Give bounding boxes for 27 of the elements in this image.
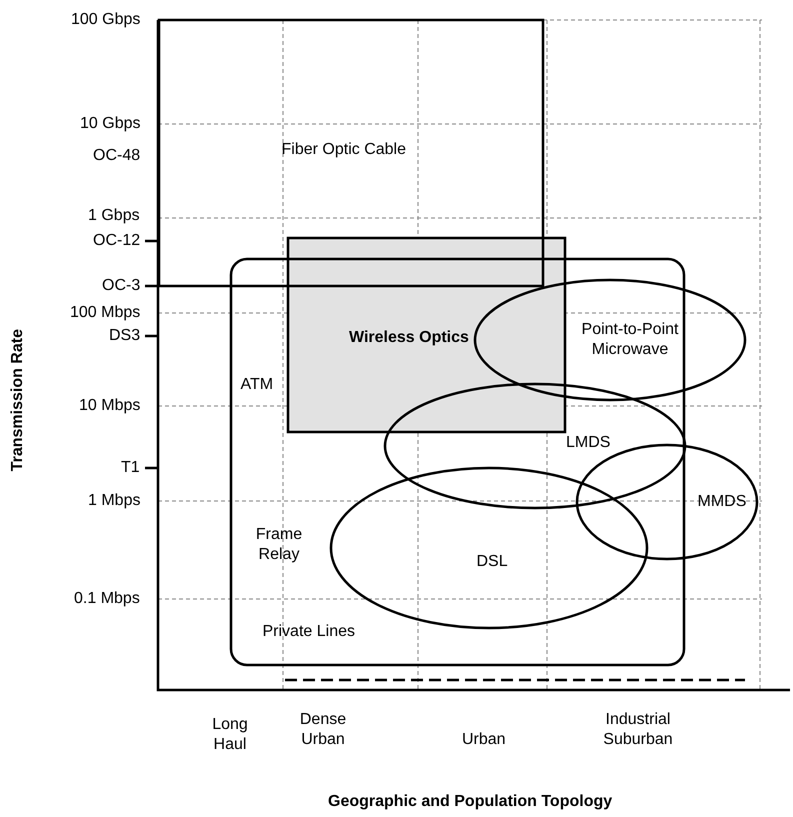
region-label: Fiber Optic Cable <box>282 140 406 160</box>
tick-label: 100 Gbps <box>71 10 140 30</box>
axis-title: Transmission Rate <box>8 329 27 472</box>
tick-label: T1 <box>121 458 140 478</box>
region-label: MMDS <box>698 492 746 512</box>
region-label: Wireless Optics <box>349 328 469 348</box>
region-label: Point-to-Point Microwave <box>580 320 680 360</box>
tick-label: 10 Mbps <box>79 396 140 416</box>
category-label: Industrial Suburban <box>602 710 674 750</box>
category-label: Long Haul <box>211 715 249 755</box>
axis-title: Geographic and Population Topology <box>328 792 612 812</box>
tick-label: DS3 <box>109 326 140 346</box>
tick-label: OC-48 <box>93 146 140 166</box>
region-label: Frame Relay <box>254 525 304 565</box>
category-label: Dense Urban <box>298 710 348 750</box>
region-label: ATM <box>240 375 274 395</box>
region-label: DSL <box>476 552 508 572</box>
tick-label: 0.1 Mbps <box>74 589 140 609</box>
tick-label: 100 Mbps <box>70 303 140 323</box>
region-label: Private Lines <box>262 622 355 642</box>
tick-label: 1 Mbps <box>88 491 140 511</box>
tick-label: OC-3 <box>102 276 140 296</box>
tick-label: OC-12 <box>93 231 140 251</box>
category-label: Urban <box>462 730 506 750</box>
region-label: LMDS <box>566 433 610 453</box>
tick-label: 10 Gbps <box>80 114 140 134</box>
tick-label: 1 Gbps <box>88 206 140 226</box>
